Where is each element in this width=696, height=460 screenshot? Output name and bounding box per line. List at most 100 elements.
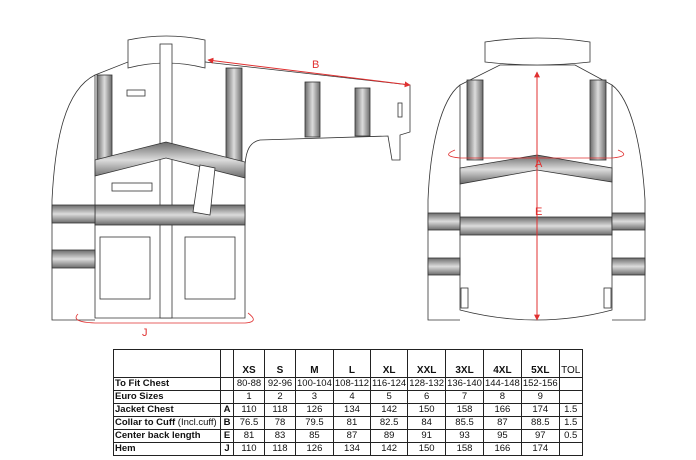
table-cell: 142 bbox=[370, 403, 409, 417]
header-letter-blank bbox=[220, 349, 234, 378]
front-view bbox=[51, 35, 411, 321]
table-cell: 83 bbox=[264, 429, 296, 443]
table-cell: 88.5 bbox=[520, 416, 560, 430]
table-cell bbox=[558, 377, 583, 391]
row-label-text: Hem bbox=[115, 443, 136, 454]
col-header: XL bbox=[370, 349, 409, 378]
row-label: Hem bbox=[113, 442, 221, 456]
table-cell: 89 bbox=[370, 429, 409, 443]
row-label: Collar to Cuff (Incl.cuff) bbox=[113, 416, 221, 430]
col-header: 4XL bbox=[482, 349, 522, 378]
row-letter: B bbox=[220, 416, 234, 430]
dimension-j: J bbox=[75, 312, 254, 339]
table-cell: 93 bbox=[445, 429, 484, 443]
table-cell: 85.5 bbox=[445, 416, 484, 430]
row-label-text: Center back length bbox=[115, 430, 201, 441]
col-header: M bbox=[295, 349, 334, 378]
table-cell: 1.5 bbox=[558, 416, 583, 430]
table-cell bbox=[558, 442, 583, 456]
jacket-technical-drawing: B J A E bbox=[51, 35, 646, 339]
table-cell: 9 bbox=[520, 390, 560, 404]
table-cell: 134 bbox=[332, 403, 372, 417]
table-cell: 110 bbox=[233, 403, 265, 417]
row-label: Euro Sizes bbox=[113, 390, 221, 404]
table-cell bbox=[558, 390, 583, 404]
table-cell: 97 bbox=[520, 429, 560, 443]
col-header: XXL bbox=[407, 349, 447, 378]
table-cell: 118 bbox=[264, 403, 296, 417]
table-cell: 0.5 bbox=[558, 429, 583, 443]
row-letter: E bbox=[220, 429, 234, 443]
table-cell: 166 bbox=[482, 442, 522, 456]
col-header: 3XL bbox=[445, 349, 484, 378]
size-table: XS S M L XL XXL 3XL 4XL 5XL TOL To Fit C… bbox=[113, 349, 583, 456]
row-label-text: To Fit Chest bbox=[115, 378, 170, 389]
table-cell: 4 bbox=[332, 390, 372, 404]
table-cell: 100-104 bbox=[295, 377, 334, 391]
table-cell: 3 bbox=[295, 390, 334, 404]
row-letter bbox=[220, 390, 234, 404]
row-letter: A bbox=[220, 403, 234, 417]
table-cell: 116-124 bbox=[370, 377, 409, 391]
table-cell: 134 bbox=[332, 442, 372, 456]
table-cell: 108-112 bbox=[332, 377, 372, 391]
table-cell: 126 bbox=[295, 403, 334, 417]
row-label: Center back length bbox=[113, 429, 221, 443]
table-cell: 1.5 bbox=[558, 403, 583, 417]
dimension-e: E bbox=[534, 71, 542, 321]
table-cell: 91 bbox=[407, 429, 447, 443]
table-cell: 84 bbox=[407, 416, 447, 430]
table-cell: 118 bbox=[264, 442, 296, 456]
label-j: J bbox=[142, 327, 148, 339]
table-cell: 5 bbox=[370, 390, 409, 404]
table-cell: 128-132 bbox=[407, 377, 447, 391]
table-cell: 166 bbox=[482, 403, 522, 417]
table-cell: 7 bbox=[445, 390, 484, 404]
table-cell: 80-88 bbox=[233, 377, 265, 391]
row-label-text: Euro Sizes bbox=[115, 391, 164, 402]
row-letter: J bbox=[220, 442, 234, 456]
row-letter bbox=[220, 377, 234, 391]
row-label-note: (Incl.cuff) bbox=[175, 417, 217, 428]
table-cell: 8 bbox=[482, 390, 522, 404]
label-a: A bbox=[535, 158, 543, 170]
dimension-b: B bbox=[207, 57, 411, 88]
table-cell: 126 bbox=[295, 442, 334, 456]
table-header-row: XS S M L XL XXL 3XL 4XL 5XL TOL bbox=[113, 349, 583, 378]
table-cell: 150 bbox=[407, 403, 447, 417]
row-label: Jacket Chest bbox=[113, 403, 221, 417]
col-header: TOL bbox=[558, 349, 583, 378]
table-cell: 2 bbox=[264, 390, 296, 404]
col-header: L bbox=[332, 349, 372, 378]
header-blank bbox=[113, 349, 221, 378]
table-cell: 87 bbox=[482, 416, 522, 430]
table-cell: 81 bbox=[233, 429, 265, 443]
table-cell: 142 bbox=[370, 442, 409, 456]
row-label-text: Collar to Cuff bbox=[115, 417, 176, 428]
table-cell: 76.5 bbox=[233, 416, 265, 430]
table-cell: 95 bbox=[482, 429, 522, 443]
table-cell: 81 bbox=[332, 416, 372, 430]
table-cell: 110 bbox=[233, 442, 265, 456]
label-b: B bbox=[312, 59, 319, 71]
table-cell: 144-148 bbox=[482, 377, 522, 391]
table-cell: 136-140 bbox=[445, 377, 484, 391]
table-cell: 82.5 bbox=[370, 416, 409, 430]
table-cell: 152-156 bbox=[520, 377, 560, 391]
table-cell: 92-96 bbox=[264, 377, 296, 391]
table-cell: 158 bbox=[445, 403, 484, 417]
row-label-text: Jacket Chest bbox=[115, 404, 174, 415]
table-cell: 6 bbox=[407, 390, 447, 404]
label-e: E bbox=[535, 206, 542, 218]
table-cell: 174 bbox=[520, 403, 560, 417]
table-cell: 79.5 bbox=[295, 416, 334, 430]
table-cell: 174 bbox=[520, 442, 560, 456]
table-cell: 150 bbox=[407, 442, 447, 456]
table-cell: 87 bbox=[332, 429, 372, 443]
